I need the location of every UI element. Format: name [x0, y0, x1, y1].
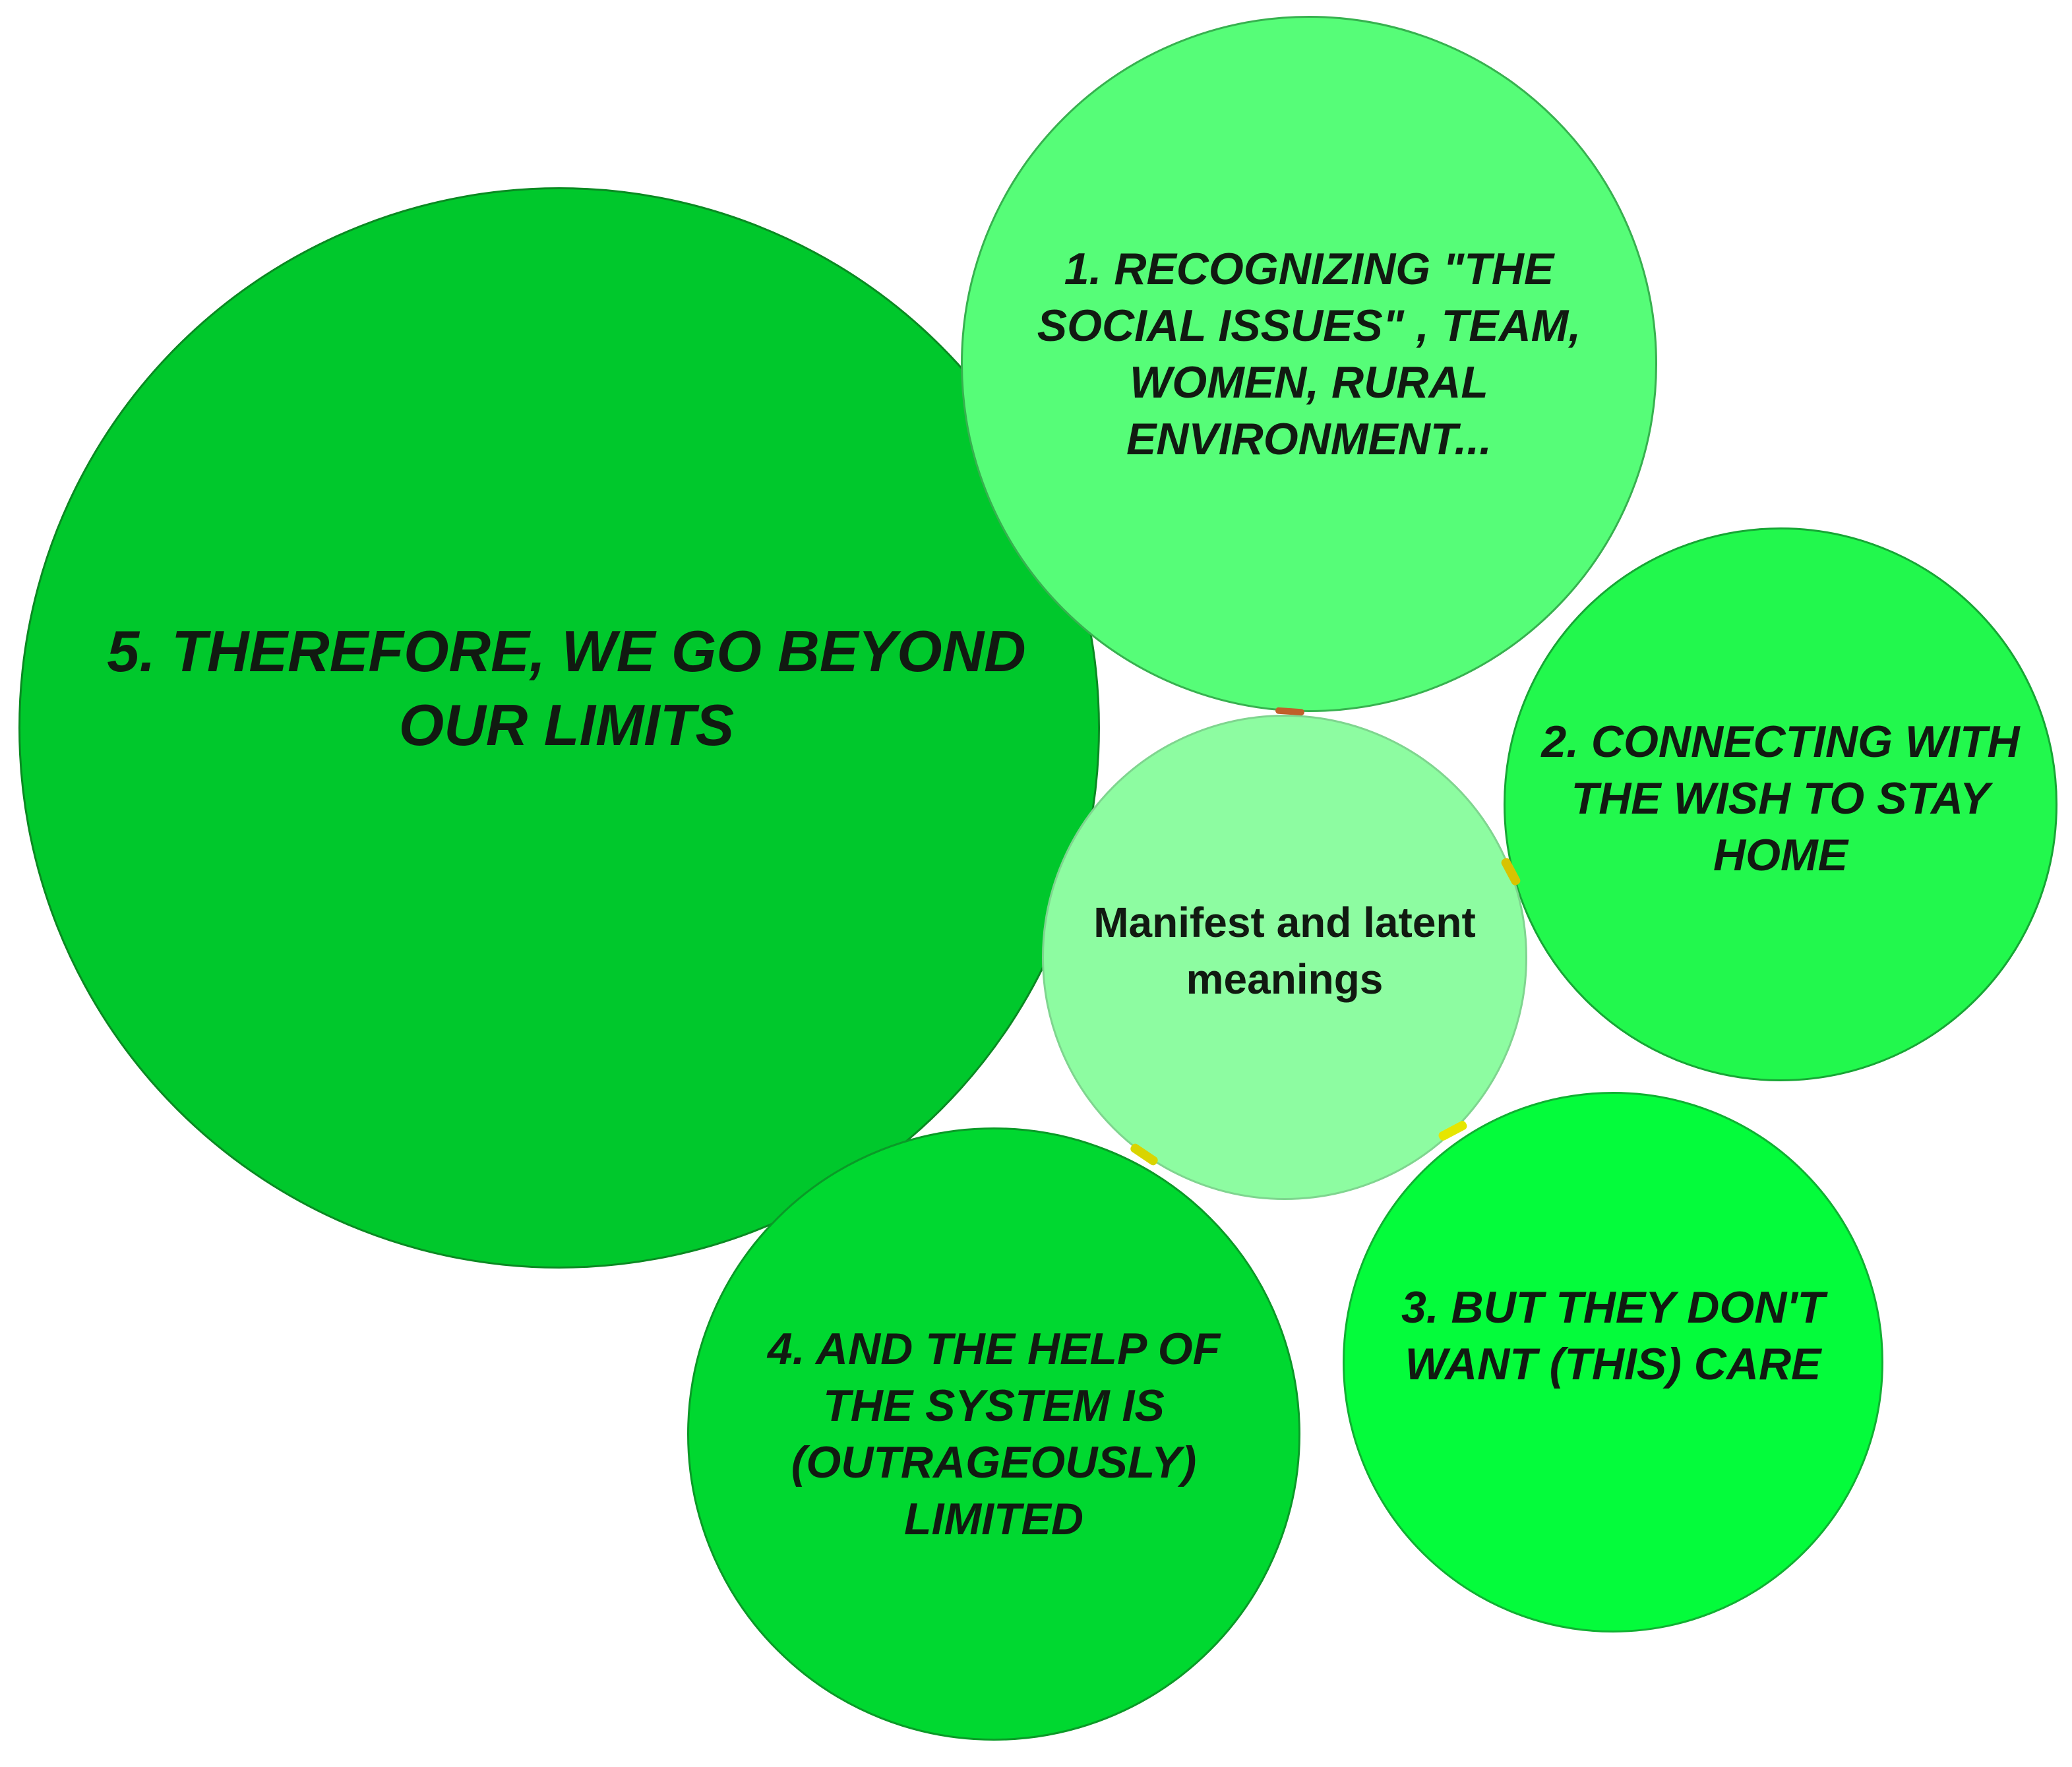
bubble-1-label: 1. RECOGNIZING "THE SOCIAL ISSUES" , TEA…: [1037, 244, 1581, 464]
bubble-4-label: 4. AND THE HELP OF THE SYSTEM IS (OUTRAG…: [767, 1324, 1221, 1544]
bubble-4: 4. AND THE HELP OF THE SYSTEM IS (OUTRAG…: [687, 1127, 1300, 1741]
bubble-1: 1. RECOGNIZING "THE SOCIAL ISSUES" , TEA…: [961, 16, 1657, 712]
bubble-5: 5. THEREFORE, WE GO BEYOND OUR LIMITS: [18, 187, 1100, 1269]
bubble-center: Manifest and latent meanings: [1042, 715, 1527, 1200]
bubble-2-label: 2. CONNECTING WITH THE WISH TO STAY HOME: [1541, 717, 2020, 880]
bubble-2: 2. CONNECTING WITH THE WISH TO STAY HOME: [1504, 527, 2057, 1081]
bubble-5-label: 5. THEREFORE, WE GO BEYOND OUR LIMITS: [107, 618, 1026, 758]
bubble-center-label: Manifest and latent meanings: [1093, 899, 1476, 1003]
bubble-3-label: 3. BUT THEY DON'T WANT (THIS) CARE: [1401, 1282, 1825, 1389]
bubble-3: 3. BUT THEY DON'T WANT (THIS) CARE: [1343, 1092, 1883, 1632]
